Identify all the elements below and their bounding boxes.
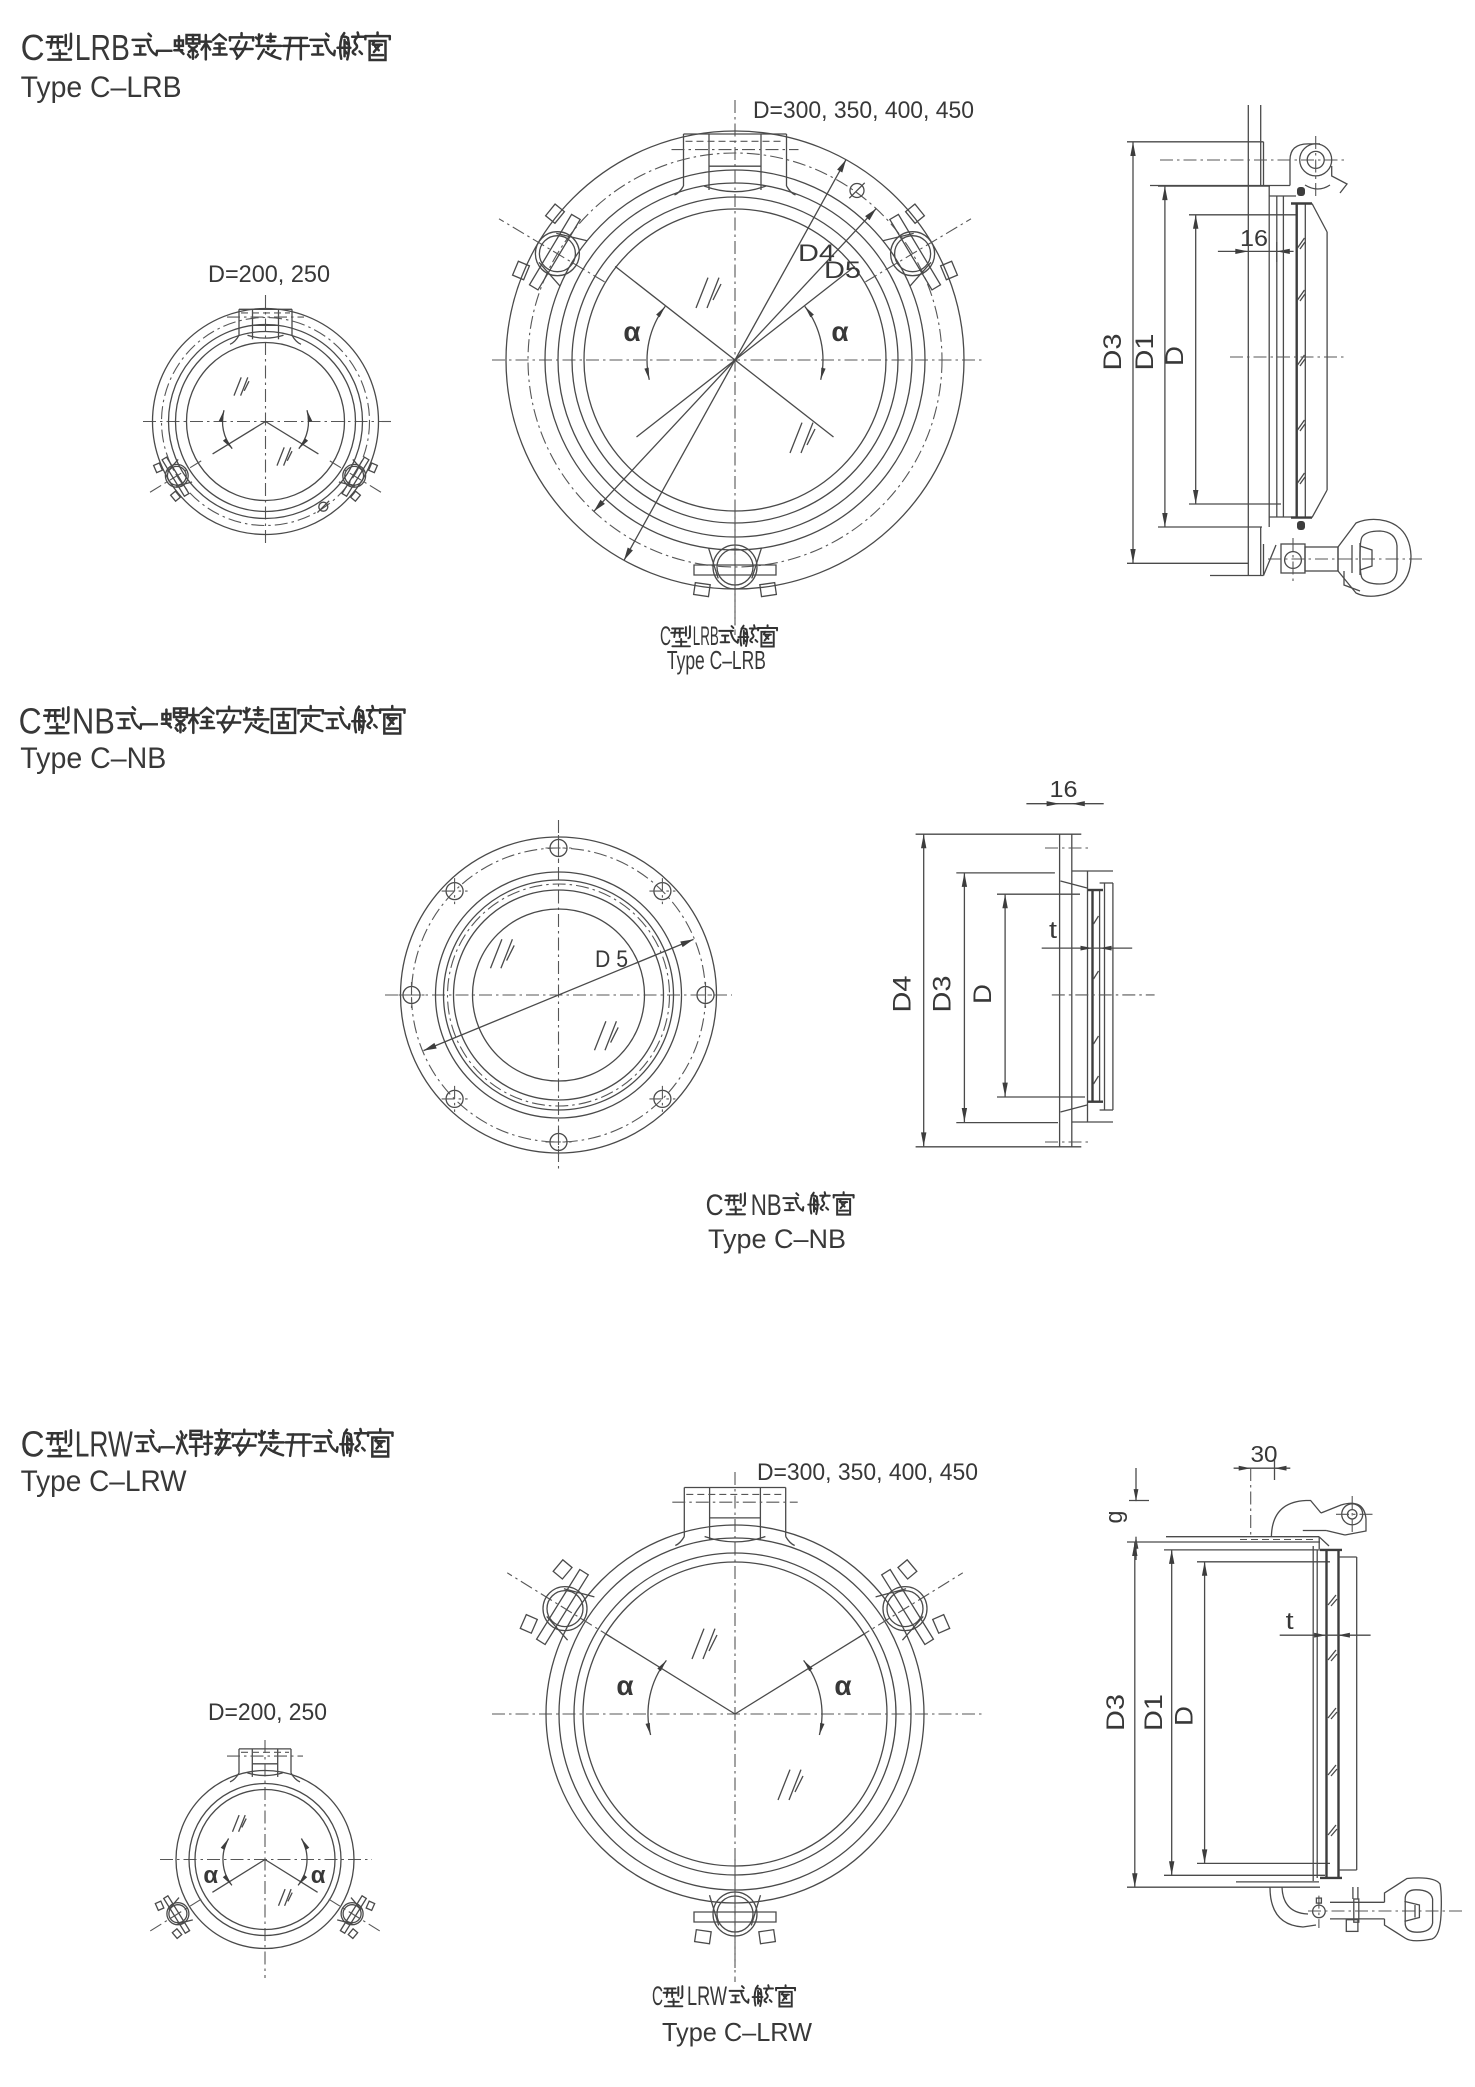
svg-text:D1: D1 bbox=[1140, 1694, 1168, 1731]
svg-text:D: D bbox=[969, 984, 997, 1004]
svg-text:D3: D3 bbox=[1099, 334, 1127, 371]
svg-text:C: C bbox=[706, 1189, 724, 1222]
svg-text:C: C bbox=[660, 621, 671, 651]
svg-text:D=200, 250: D=200, 250 bbox=[208, 1699, 327, 1726]
svg-text:t: t bbox=[1286, 1608, 1294, 1635]
svg-text:Type C–NB: Type C–NB bbox=[708, 1224, 846, 1254]
svg-text:α: α bbox=[623, 316, 640, 347]
svg-text:LRB: LRB bbox=[693, 621, 719, 651]
svg-text:C: C bbox=[19, 701, 42, 742]
svg-text:Type C–NB: Type C–NB bbox=[20, 742, 166, 775]
svg-text:D=300, 350, 400, 450: D=300, 350, 400, 450 bbox=[753, 97, 974, 124]
svg-text:LRW: LRW bbox=[687, 1981, 727, 2011]
svg-text:α: α bbox=[834, 1670, 851, 1701]
svg-text:LRB: LRB bbox=[75, 27, 130, 68]
svg-text:D3: D3 bbox=[1102, 1694, 1130, 1731]
svg-text:Type C–LRB: Type C–LRB bbox=[667, 645, 766, 675]
svg-text:Type C–LRW: Type C–LRW bbox=[21, 1465, 188, 1498]
svg-text:D=200, 250: D=200, 250 bbox=[208, 261, 330, 288]
svg-text:D: D bbox=[1170, 1706, 1198, 1726]
svg-text:LRW: LRW bbox=[75, 1424, 133, 1465]
svg-text:D4: D4 bbox=[798, 240, 835, 267]
svg-text:30: 30 bbox=[1251, 1441, 1278, 1467]
svg-text:NB: NB bbox=[751, 1189, 782, 1222]
svg-text:16: 16 bbox=[1240, 225, 1268, 251]
svg-text:D5: D5 bbox=[824, 257, 861, 284]
svg-text:D: D bbox=[1161, 346, 1189, 366]
svg-text:C: C bbox=[21, 1424, 45, 1465]
svg-text:D=300, 350, 400, 450: D=300, 350, 400, 450 bbox=[757, 1459, 978, 1486]
svg-text:α: α bbox=[311, 1862, 326, 1889]
svg-text:16: 16 bbox=[1050, 776, 1078, 802]
svg-text:α: α bbox=[616, 1670, 633, 1701]
svg-text:–: – bbox=[142, 701, 158, 742]
svg-text:t: t bbox=[1049, 917, 1057, 944]
svg-text:D3: D3 bbox=[929, 976, 957, 1013]
svg-text:α: α bbox=[203, 1862, 218, 1889]
svg-text:α: α bbox=[831, 316, 848, 347]
svg-text:Type C–LRB: Type C–LRB bbox=[21, 71, 182, 104]
svg-text:C: C bbox=[21, 27, 45, 68]
svg-text:D1: D1 bbox=[1131, 334, 1159, 371]
svg-text:NB: NB bbox=[72, 701, 115, 742]
svg-text:C: C bbox=[652, 1981, 663, 2011]
svg-text:–: – bbox=[158, 27, 173, 68]
svg-text:D 5: D 5 bbox=[595, 946, 628, 973]
svg-text:g: g bbox=[1101, 1511, 1128, 1524]
svg-text:Type C–LRW: Type C–LRW bbox=[662, 2017, 812, 2047]
svg-text:–: – bbox=[161, 1424, 175, 1465]
svg-text:D4: D4 bbox=[889, 975, 917, 1012]
